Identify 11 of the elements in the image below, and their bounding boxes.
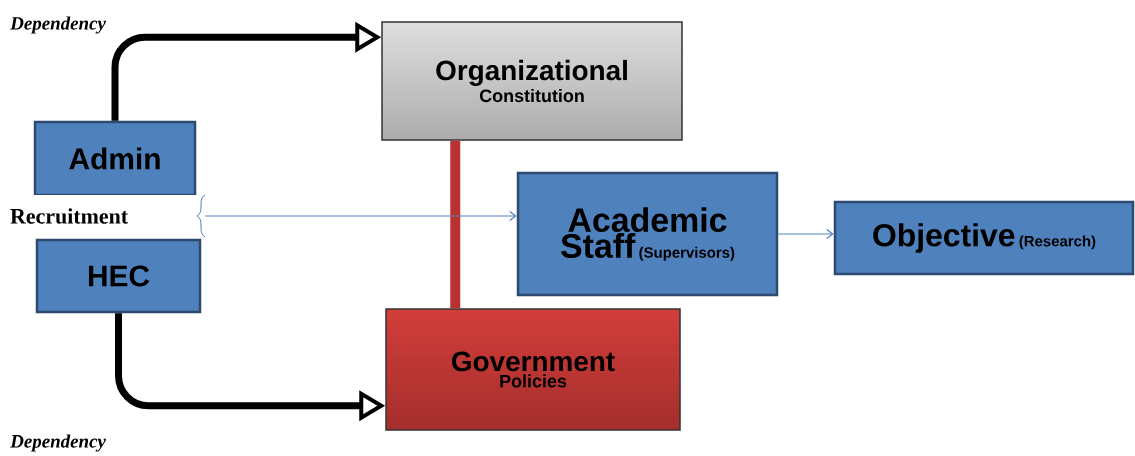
arrow [204, 210, 517, 222]
arrow [777, 228, 834, 240]
process-box: HEC [35, 238, 202, 314]
process-box: Organizational Constitution [381, 21, 683, 141]
process-box: Admin [33, 120, 197, 197]
process-box: Government Policies [385, 308, 681, 431]
caption-text: Dependency [10, 434, 106, 452]
process-box: Objective (Research) [833, 200, 1135, 276]
text-label: Recruitment [8, 195, 205, 237]
caption-text: Dependency [10, 16, 106, 34]
connector-line [450, 140, 461, 309]
